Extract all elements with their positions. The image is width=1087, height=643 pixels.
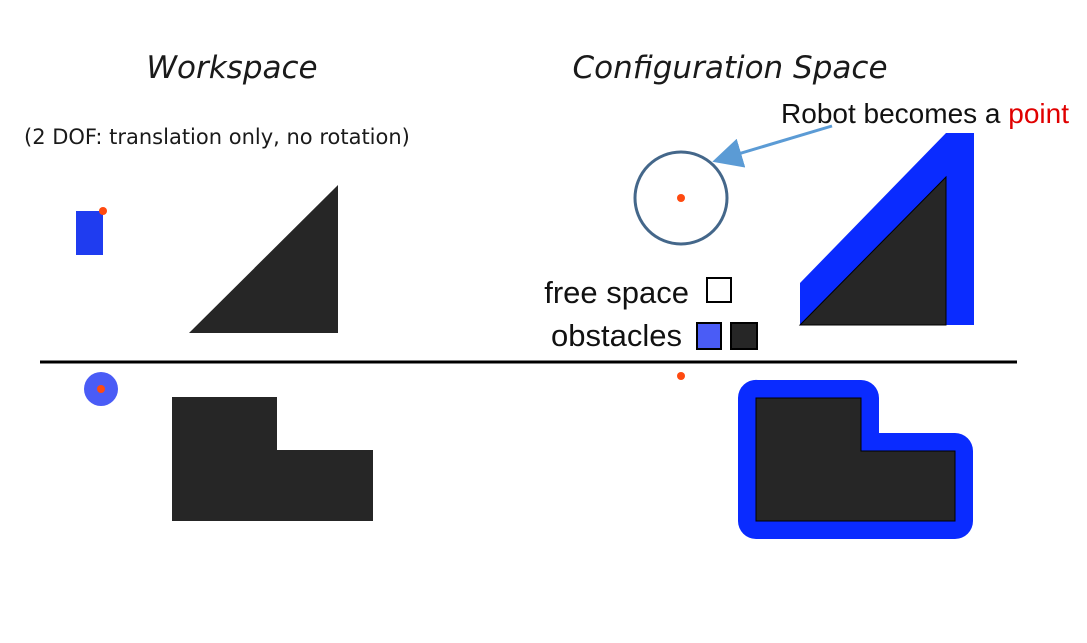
- legend-obstacle-swatch: [730, 322, 758, 350]
- triangle-obstacle: [189, 185, 338, 333]
- l-shaped-obstacle: [172, 397, 373, 521]
- config-space-title: Configuration Space: [572, 50, 887, 86]
- robot-point-callout: Robot becomes a point: [781, 98, 1069, 129]
- robot-point-upper: [677, 194, 685, 202]
- robot-reference-point: [99, 207, 107, 215]
- callout-highlight: point: [1008, 98, 1069, 129]
- legend-expansion-swatch: [696, 322, 722, 350]
- robot-point-callout-circle: [633, 150, 729, 246]
- workspace-subtitle: (2 DOF: translation only, no rotation): [24, 125, 410, 149]
- robot-point-lower: [677, 372, 685, 380]
- workspace-title: Workspace: [146, 50, 317, 86]
- legend-free-space-swatch: [706, 277, 732, 303]
- l-obstacle-core: [755, 397, 956, 522]
- circular-robot-reference-point: [97, 385, 105, 393]
- callout-prefix: Robot becomes a: [781, 98, 1008, 129]
- triangle-obstacle-core: [798, 175, 947, 326]
- legend-free-space-label: free space: [544, 275, 689, 310]
- rectangular-robot: [76, 211, 103, 255]
- legend-obstacles-label: obstacles: [551, 318, 682, 353]
- callout-arrow: [712, 124, 833, 168]
